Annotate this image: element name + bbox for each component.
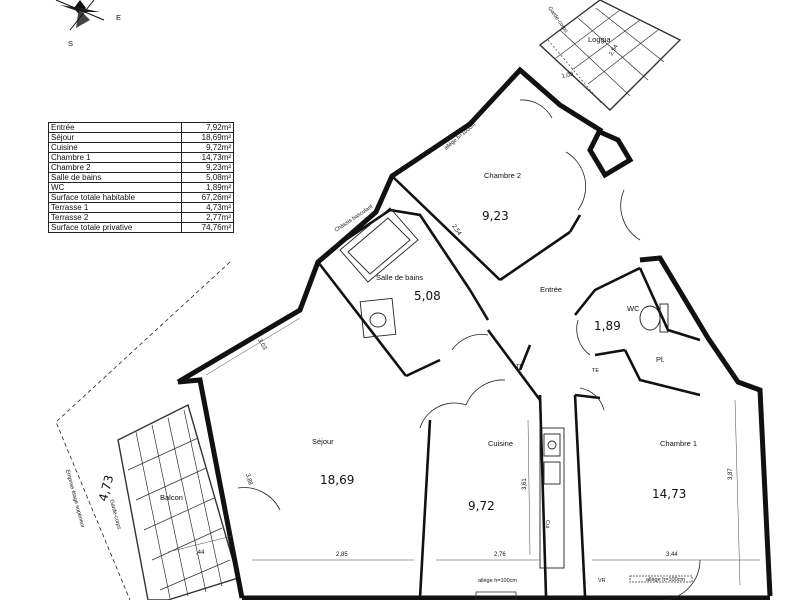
label-vr: VR	[598, 578, 606, 584]
interior-walls	[316, 175, 701, 599]
surface-room-area: 74,76m²	[181, 222, 234, 233]
surface-room-area: 67,26m²	[181, 192, 234, 203]
surface-room-area: 1,89m²	[181, 182, 234, 193]
compass-south-label: S	[68, 39, 73, 48]
hand-sejour: 18,69	[320, 473, 354, 487]
surface-room-name: Surface totale privative	[47, 222, 183, 233]
compass-east-label: E	[116, 13, 121, 22]
door-swings	[237, 99, 701, 600]
label-emprise: Emprise étage supérieur	[64, 469, 85, 529]
compass-icon: E S	[55, 0, 121, 48]
room-entree: Entrée	[540, 285, 562, 294]
dim-c2-w: 2,54	[450, 224, 462, 238]
surface-room-name: Terrasse 1	[47, 202, 183, 213]
balcony-tiles	[117, 403, 239, 600]
room-balcon: Balcon	[160, 493, 183, 502]
surface-room-area: 7,92m²	[181, 122, 234, 133]
exterior-walls	[176, 66, 773, 600]
room-salle-de-bains: Salle de bains	[376, 273, 423, 282]
surface-room-area: 9,23m²	[181, 162, 234, 173]
surface-room-area: 4,73m²	[181, 202, 234, 213]
dim-sejour-win: 3,88	[244, 473, 253, 486]
room-chambre2: Chambre 2	[484, 171, 521, 180]
hand-sdb: 5,08	[414, 289, 441, 303]
toilet-icon	[639, 303, 669, 333]
surface-room-name: Surface totale habitable	[47, 192, 183, 203]
surface-room-name: Chambre 2	[47, 162, 183, 173]
room-placard: Pl.	[656, 355, 665, 364]
surface-room-area: 14,73m²	[181, 152, 234, 163]
dim-cuisine-h: 3,61	[522, 478, 528, 490]
dim-chambre1-h: 3,87	[728, 468, 734, 480]
surface-room-name: Entrée	[47, 122, 183, 133]
hand-chambre2: 9,23	[482, 209, 509, 223]
surface-room-name: Terrasse 2	[47, 212, 183, 223]
room-loggia: Loggia	[588, 35, 611, 44]
dim-loggia-h: 2,54	[609, 43, 620, 57]
hand-cuisine: 9,72	[468, 499, 495, 513]
upper-floor-outline	[55, 261, 231, 600]
surface-room-area: 2,77m²	[181, 212, 234, 223]
dim-sejour-w: 2,85	[336, 552, 348, 558]
surface-room-name: Chambre 1	[47, 152, 183, 163]
bathtub-icon	[339, 207, 419, 283]
loggia-tiles	[538, 0, 682, 111]
surface-room-area: 18,69m²	[181, 132, 234, 143]
dim-sejour-h: 3,03	[256, 338, 267, 352]
dim-balcon-w: ,44	[196, 550, 205, 556]
room-cuisine: Cuisine	[488, 439, 513, 448]
label-allege-2: allège h=100cm	[646, 577, 685, 583]
surface-room-name: Séjour	[47, 132, 183, 143]
hand-balcon: 4,73	[96, 474, 116, 503]
dim-cuisine-w: 2,76	[494, 552, 506, 558]
label-allege-1: allège h=100cm	[478, 578, 517, 584]
dim-loggia-w: 1,09	[561, 72, 574, 80]
room-sejour: Séjour	[312, 437, 334, 446]
surface-room-area: 9,72m²	[181, 142, 234, 153]
label-cui: Cui	[544, 520, 550, 528]
label-garde-corps-top: Garde-corps	[546, 6, 569, 35]
dim-chambre1-w: 3,44	[666, 552, 678, 558]
surface-room-name: Salle de bains	[47, 172, 183, 183]
surface-room-area: 5,08m²	[181, 172, 234, 183]
bathroom-sink-icon	[359, 297, 397, 339]
dimension-lines	[167, 317, 760, 586]
bottom-windows	[475, 575, 693, 600]
room-wc: WC	[627, 304, 640, 313]
label-te2: TE	[592, 368, 599, 374]
hand-wc: 1,89	[594, 319, 621, 333]
surface-room-name: WC	[47, 182, 183, 193]
hand-chambre1: 14,73	[652, 487, 686, 501]
label-garde-corps-left: Garde-corps	[108, 499, 122, 530]
kitchen-counter-icon	[539, 427, 565, 569]
surface-room-name: Cuisine	[47, 142, 183, 153]
label-te1: TE	[516, 364, 523, 370]
room-chambre1: Chambre 1	[660, 439, 697, 448]
